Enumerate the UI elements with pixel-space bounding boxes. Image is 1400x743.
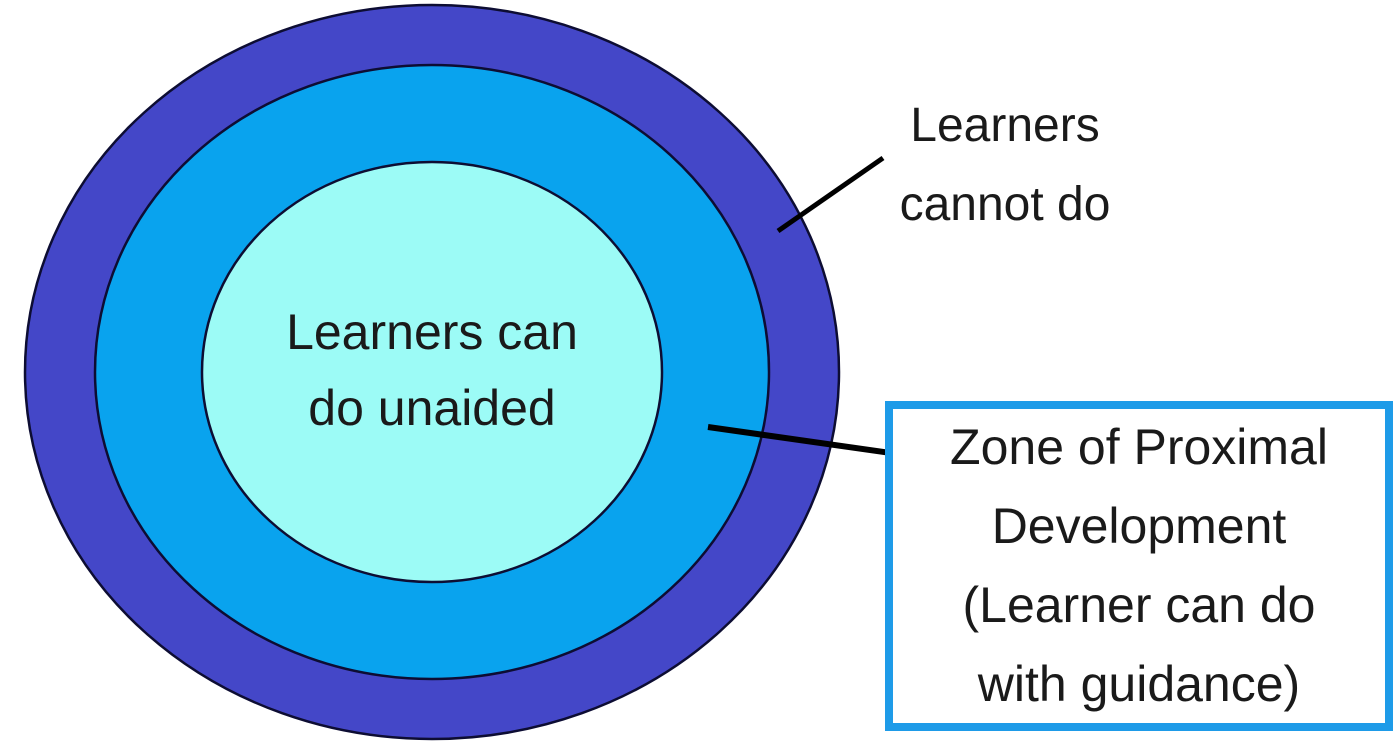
inner-circle-label-line2: do unaided [308,380,556,436]
outer-region-label-line2: cannot do [899,178,1111,231]
inner-circle-ellipse [200,160,664,584]
zpd-label-line2: Development [991,498,1287,554]
zpd-label-box: Zone of Proximal Development (Learner ca… [885,401,1393,731]
outer-region-label-line1: Learners [910,99,1100,152]
callout-line-cannot-do [776,155,885,234]
zpd-label-line3: (Learner can do [962,577,1316,633]
outer-region-label: Learners cannot do [840,86,1170,244]
zpd-label-line1: Zone of Proximal [950,419,1328,475]
callout-line-zpd [707,424,892,456]
inner-circle-label-line1: Learners can [286,304,578,360]
zpd-label-line4: with guidance) [977,656,1301,712]
inner-circle-label: Learners can do unaided [222,294,642,446]
